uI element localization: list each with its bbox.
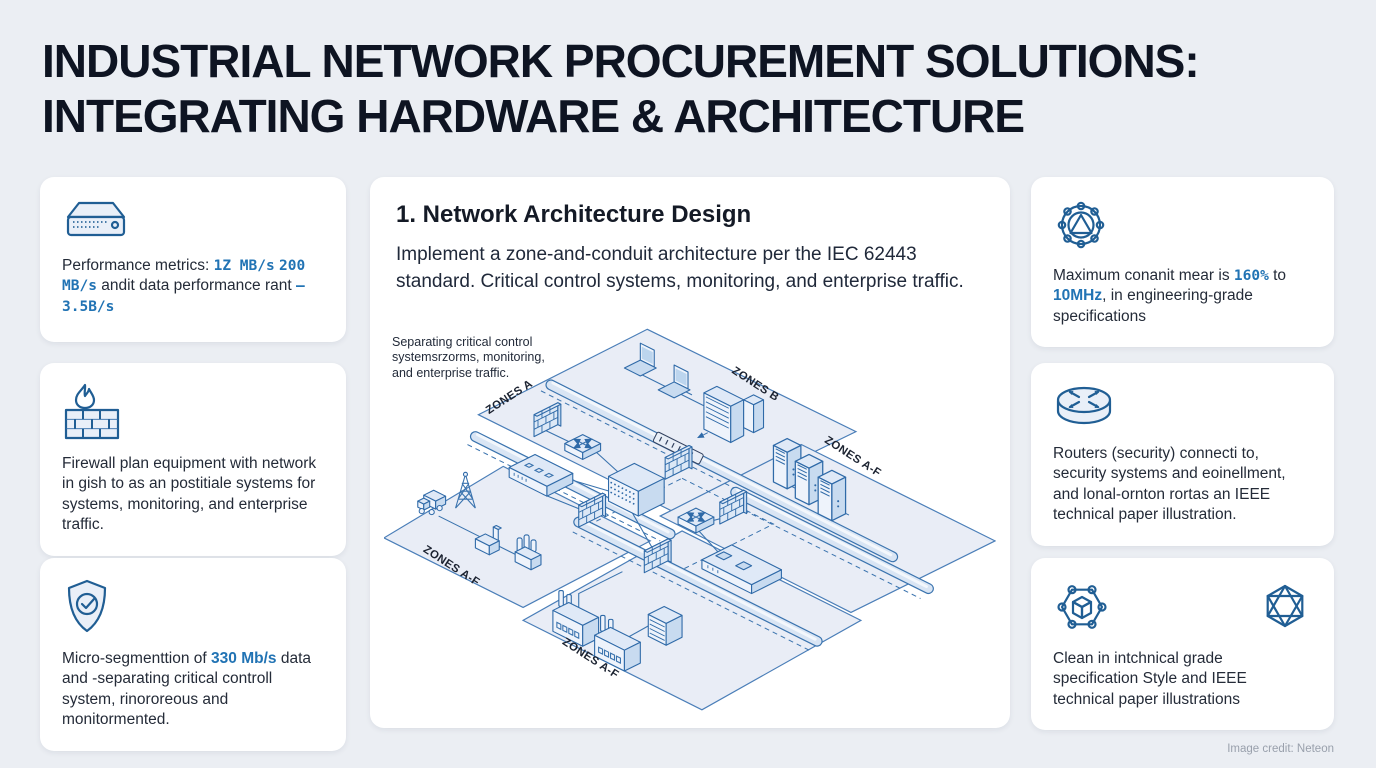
firewall-icon [64,383,120,440]
hub-network-icon [1057,201,1105,249]
card-micro-segmentation: Micro-segmenttion of 330 Mb/s data and -… [40,558,346,751]
card-firewall: Firewall plan equipment with network in … [40,363,346,556]
section-heading: 1. Network Architecture Design [396,201,752,228]
diagram-caption: Separating critical control systemsrzorm… [392,335,545,380]
card-performance-metrics: Performance metrics: 1Z MB/s 200 MB/s an… [40,177,346,342]
shield-check-icon [67,579,107,633]
conduit-pipe-4 [730,486,934,595]
card-network-architecture: 1. Network Architecture Design Implement… [370,177,1010,728]
zone-plate-bottom [521,530,863,711]
page-title-line1: INDUSTRIAL NETWORK PROCUREMENT SOLUTIONS… [42,35,1200,87]
card-routers: Routers (security) connecti to, security… [1031,363,1334,546]
routers-text: Routers (security) connecti to, security… [1053,445,1286,524]
firewall-text: Firewall plan equipment with network in … [62,455,317,534]
page-title-line2: INTEGRATING HARDWARE & ARCHITECTURE [42,90,1025,142]
clean-spec-text: Clean in intchnical grade specification … [1053,650,1247,708]
server-cube-icon [647,605,683,646]
network-architecture-diagram: ZONES A ZONES B ZONES A-F ZONES A-F ZONE… [384,328,996,711]
network-switch-icon [66,201,126,237]
server-tower-icon [817,469,847,522]
micro-segmentation-text: Micro-segmenttion of 330 Mb/s data and -… [62,650,311,729]
card-max-conanit: Maximum conanit mear is 160% to 10MHz, i… [1031,177,1334,348]
performance-metrics-text: Performance metrics: 1Z MB/s 200 MB/s an… [62,257,306,315]
router-icon [1056,386,1112,425]
image-credit: Image credit: Neteon [1227,743,1334,755]
polyhedron-icon [1266,584,1304,628]
max-conanit-text: Maximum conanit mear is 160% to 10MHz, i… [1053,267,1287,325]
page-title: INDUSTRIAL NETWORK PROCUREMENT SOLUTIONS… [42,34,1200,144]
card-clean-spec: Clean in intchnical grade specification … [1031,558,1334,731]
cube-network-icon [1057,585,1107,629]
section-paragraph: Implement a zone-and-conduit architectur… [396,244,964,292]
conduit-pipe-3 [573,516,823,647]
